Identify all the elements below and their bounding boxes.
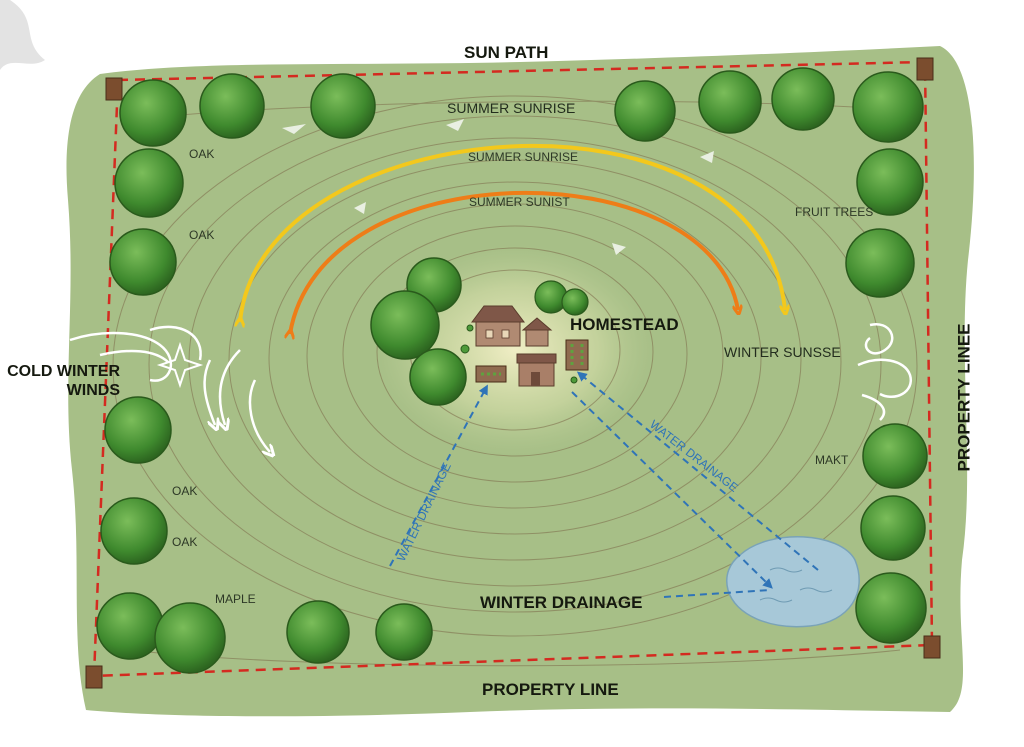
fence-post-icon <box>85 665 103 689</box>
wind-arrow-icon <box>446 119 464 131</box>
tree <box>855 572 927 644</box>
oak-label: OAK <box>189 228 215 242</box>
tree <box>370 290 440 360</box>
tree <box>104 396 172 464</box>
winter-sunset-label: WINTER SUNSSE <box>724 344 841 360</box>
tree <box>852 71 924 143</box>
tree <box>561 288 589 316</box>
shrub <box>570 376 578 384</box>
property-line-right-label: PROPERTY LINEE <box>954 323 974 472</box>
water-drainage-arrow <box>571 391 773 589</box>
tree <box>114 148 184 218</box>
shrub <box>466 324 474 332</box>
homestead-label: HOMESTEAD <box>570 315 679 334</box>
pond-ripples <box>759 567 833 603</box>
wind-arrow-icon <box>354 202 366 214</box>
tree <box>109 228 177 296</box>
tree <box>100 497 168 565</box>
fence-post-icon <box>916 57 934 81</box>
tree <box>154 602 226 674</box>
shrub <box>460 344 470 354</box>
fence-post-icon <box>105 77 123 101</box>
tree <box>856 148 924 216</box>
pond-icon <box>726 536 860 628</box>
oak-label: OAK <box>189 147 215 161</box>
wind-arrow-icon <box>700 151 714 163</box>
summer-sunset-label: SUMMER SUNIST <box>469 195 570 209</box>
wind-arrow-icon <box>612 243 626 255</box>
water-drainage-arrow <box>389 384 488 567</box>
tree <box>860 495 926 561</box>
compass-star-icon <box>156 341 204 389</box>
water-drainage-arrow <box>576 371 819 571</box>
property-line-bottom-label: PROPERTY LINE <box>482 680 619 699</box>
makt-label: MAKT <box>815 453 849 467</box>
tree <box>862 423 928 489</box>
tree <box>286 600 350 664</box>
tree <box>771 67 835 131</box>
tree <box>845 228 915 298</box>
tree <box>119 79 187 147</box>
barn-icon <box>516 353 557 387</box>
fence-post-icon <box>923 635 941 659</box>
summer-sunrise-inner-label: SUMMER SUNRISE <box>468 150 579 164</box>
fruit-trees-label: FRUIT TREES <box>795 205 874 219</box>
oak-label: OAK <box>172 484 198 498</box>
wind-swirl-icon <box>69 325 270 452</box>
cold-winter-winds-label: COLD WINTER WINDS <box>7 363 120 399</box>
tree <box>614 80 676 142</box>
wind-arrow-icon <box>282 124 306 134</box>
smoke-wisp <box>0 0 45 70</box>
tree <box>96 592 164 660</box>
tree <box>199 73 265 139</box>
maple-label: MAPLE <box>215 592 256 606</box>
oak-label: OAK <box>172 535 198 549</box>
tree-border <box>96 67 928 674</box>
wind-swirl-icon <box>857 322 913 421</box>
winter-drainage-label: WINTER DRAINAGE <box>480 593 643 612</box>
tree <box>534 280 568 314</box>
winter-sun-arc <box>290 191 738 334</box>
tree <box>375 603 433 661</box>
tree <box>698 70 762 134</box>
garden-bed-icon <box>565 339 589 371</box>
house-icon <box>471 305 525 347</box>
map-title: SUN PATH <box>464 43 549 62</box>
winter-drainage-arrow <box>663 589 771 598</box>
tree <box>409 348 467 406</box>
summer-sunrise-label: SUMMER SUNRISE <box>447 100 576 116</box>
garden-bed-icon <box>475 365 507 383</box>
summer-sun-arc <box>240 144 785 322</box>
tree <box>310 73 376 139</box>
